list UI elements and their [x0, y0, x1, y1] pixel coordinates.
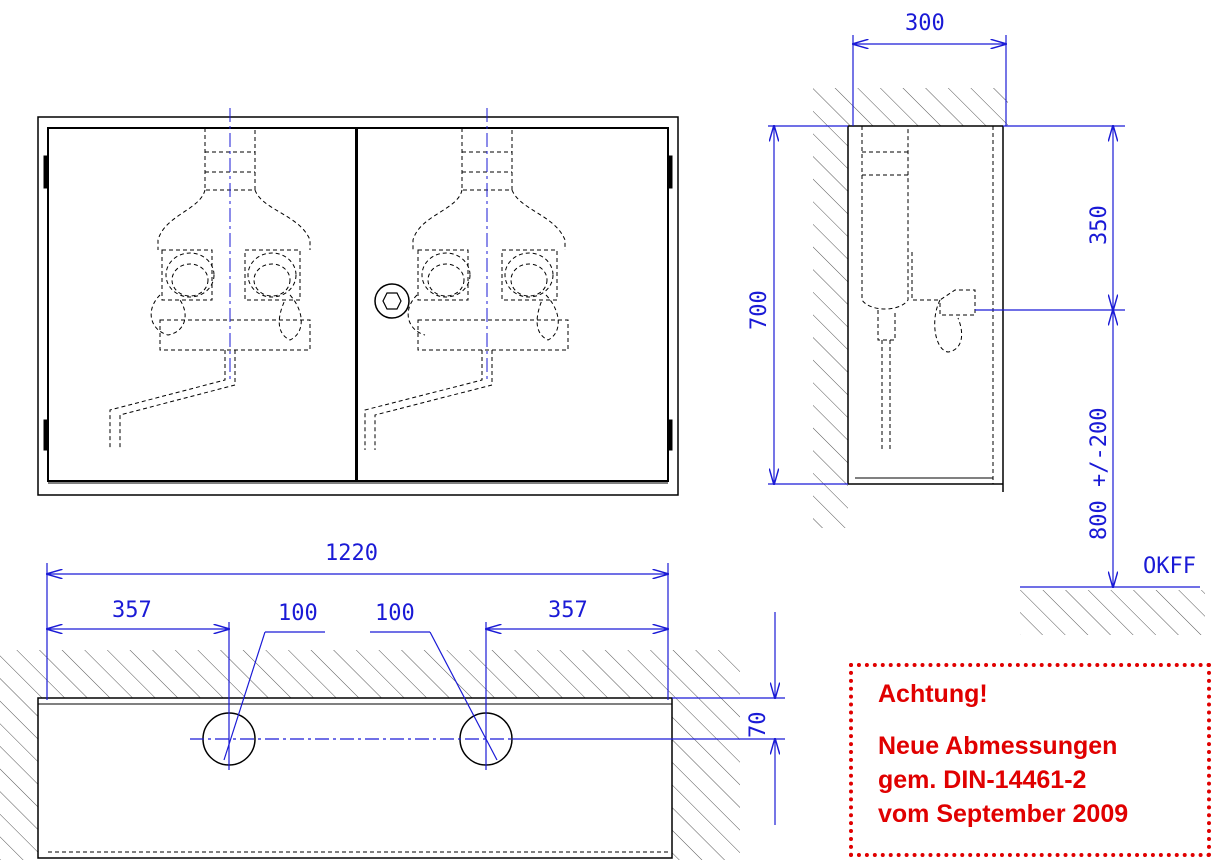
cabinet-frame — [37, 116, 679, 496]
warning-line: vom September 2009 — [878, 800, 1129, 828]
warning-line: gem. DIN-14461-2 — [878, 766, 1087, 794]
dim-cabinet-width: 1220 — [325, 541, 378, 566]
left-hose-reel — [109, 128, 311, 450]
warning-note: Achtung! Neue Abmessungen gem. DIN-14461… — [849, 663, 1211, 857]
right-hose-reel — [364, 128, 569, 450]
right-door — [356, 127, 669, 482]
dim-hole-left: 100 — [278, 601, 318, 626]
dim-hole-right: 100 — [375, 601, 415, 626]
left-door — [47, 127, 357, 482]
warning-body: Neue Abmessungen gem. DIN-14461-2 vom Se… — [878, 729, 1128, 831]
floor-hatch — [1020, 590, 1205, 635]
dimension-lines — [47, 35, 1125, 825]
warning-title: Achtung! — [878, 680, 988, 708]
dim-depth: 300 — [905, 11, 945, 36]
door-lock — [374, 283, 410, 319]
floor-label: OKFF — [1143, 554, 1196, 579]
dim-height: 700 — [747, 290, 772, 330]
side-view — [813, 88, 1008, 528]
front-view — [37, 116, 679, 496]
dim-side-offset-right: 357 — [548, 598, 588, 623]
plan-view — [0, 650, 740, 860]
dim-hole-height: 70 — [746, 712, 771, 739]
dim-install-height: 800 +/-200 — [1087, 408, 1112, 540]
dim-side-offset-left: 357 — [112, 598, 152, 623]
warning-line: Neue Abmessungen — [878, 732, 1118, 760]
dim-upper-offset: 350 — [1087, 205, 1112, 245]
